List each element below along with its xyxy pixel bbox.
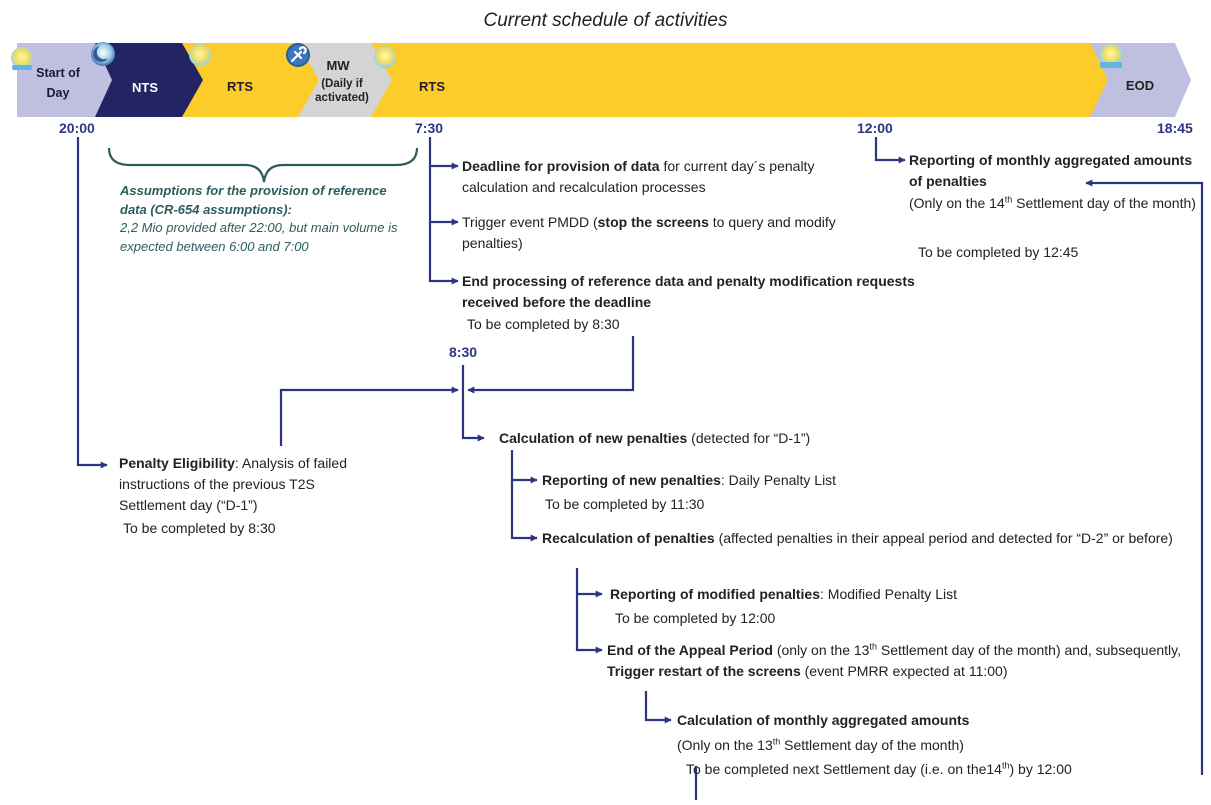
step-monthly-calc-cond-pre: (Only on the 13 bbox=[677, 737, 773, 753]
connector-monthly-return bbox=[1085, 179, 1204, 775]
step-deadline: Deadline for provision of data for curre… bbox=[462, 156, 847, 198]
step-appeal-end-restart: Trigger restart of the screens bbox=[607, 663, 801, 679]
sun-icon bbox=[11, 47, 33, 70]
step-monthly-report-pre: (Only on the 14 bbox=[909, 195, 1005, 211]
step-monthly-report-note: To be completed by 12:45 bbox=[918, 244, 1079, 260]
step-calc-new: Calculation of new penalties (detected f… bbox=[499, 428, 979, 449]
step-trigger-pmdd: Trigger event PMDD (stop the screens to … bbox=[462, 212, 847, 254]
step-report-mod: Reporting of modified penalties: Modifie… bbox=[610, 584, 1090, 605]
assumptions-body: 2,2 Mio provided after 22:00, but main v… bbox=[120, 220, 398, 254]
phase-label-rts-main: RTS bbox=[419, 79, 445, 94]
connector-deadline bbox=[428, 137, 459, 170]
step-recalc-text: (affected penalties in their appeal peri… bbox=[714, 530, 1173, 546]
step-monthly-calc-cond-sup: th bbox=[772, 736, 781, 747]
step-eligibility-title: Penalty Eligibility bbox=[119, 455, 235, 471]
step-monthly-report-title: Reporting of monthly aggregated amounts … bbox=[909, 152, 1193, 189]
connector-report-mod bbox=[575, 568, 603, 598]
step-recalc-title: Recalculation of penalties bbox=[542, 530, 715, 546]
phase-label-mw: MW bbox=[326, 58, 350, 73]
step-report-new-title: Reporting of new penalties bbox=[542, 472, 721, 488]
phase-mw bbox=[296, 43, 392, 117]
step-appeal-end-pre: (only on the 13 bbox=[772, 642, 870, 658]
step-monthly-calc: Calculation of monthly aggregated amount… bbox=[677, 710, 1177, 731]
connector-monthly-calc bbox=[644, 691, 672, 724]
time-label-1200: 12:00 bbox=[857, 120, 893, 136]
step-deadline-title: Deadline for provision of data bbox=[462, 158, 660, 174]
step-monthly-report-post: Settlement day of the month) bbox=[1012, 195, 1196, 211]
step-recalc: Recalculation of penalties (affected pen… bbox=[542, 528, 1192, 549]
step-appeal-end-title: End of the Appeal Period bbox=[607, 642, 773, 658]
timeline-830-vertical bbox=[461, 365, 485, 442]
connector-appeal-end bbox=[575, 594, 603, 654]
step-appeal-end: End of the Appeal Period (only on the 13… bbox=[607, 640, 1207, 682]
step-trigger-bold: stop the screens bbox=[597, 214, 709, 230]
step-calc-new-text: (detected for “D-1”) bbox=[687, 430, 811, 446]
phase-label-start-of-day: Start of Day bbox=[36, 66, 80, 100]
time-label-0730: 7:30 bbox=[415, 120, 444, 136]
connector-monthly-report bbox=[874, 137, 906, 164]
phase-rts-main bbox=[366, 43, 1115, 117]
step-report-new-note: To be completed by 11:30 bbox=[545, 496, 705, 512]
assumptions-heading: Assumptions for the provision of referen… bbox=[120, 183, 387, 217]
phase-label-eod: EOD bbox=[1125, 78, 1155, 93]
connector-trigger bbox=[428, 166, 459, 226]
step-appeal-end-mid: Settlement day of the month) and, subseq… bbox=[876, 642, 1182, 658]
step-eligibility: Penalty Eligibility: Analysis of failed … bbox=[119, 453, 369, 516]
step-monthly-calc-cond-post: Settlement day of the month) bbox=[780, 737, 964, 753]
assumptions-note: Assumptions for the provision of referen… bbox=[120, 182, 405, 256]
step-endproc-note: To be completed by 8:30 bbox=[467, 316, 620, 332]
connector-eligibility bbox=[76, 137, 108, 469]
step-trigger-pre: Trigger event PMDD ( bbox=[462, 214, 598, 230]
step-report-mod-note: To be completed by 12:00 bbox=[615, 610, 776, 626]
step-endproc-title: End processing of reference data and pen… bbox=[462, 273, 915, 310]
phase-label-mw-sub: (Daily if activated) bbox=[315, 78, 369, 104]
phase-start-of-day bbox=[17, 43, 112, 117]
step-deadline-text: for current day´s penalty calculation an… bbox=[462, 158, 815, 195]
step-monthly-report-sup: th bbox=[1004, 194, 1013, 205]
diagram-title: Current schedule of activities bbox=[483, 10, 728, 31]
connector-report-new bbox=[510, 450, 538, 484]
time-label-0830: 8:30 bbox=[449, 344, 478, 360]
time-label-2000: 20:00 bbox=[59, 120, 95, 136]
step-monthly-calc-note-post: ) by 12:00 bbox=[1009, 761, 1072, 777]
sun-icon bbox=[1100, 44, 1122, 68]
connector-endproc bbox=[428, 222, 459, 285]
step-report-new: Reporting of new penalties: Daily Penalt… bbox=[542, 470, 1022, 491]
moon-icon bbox=[91, 42, 115, 66]
step-appeal-end-sup: th bbox=[869, 641, 877, 652]
step-report-mod-title: Reporting of modified penalties bbox=[610, 586, 821, 602]
connector-eligibility-to-830 bbox=[279, 386, 459, 446]
sun-icon bbox=[374, 46, 396, 68]
sun-icon bbox=[189, 44, 211, 66]
phase-rts-first bbox=[180, 43, 319, 117]
phase-nts bbox=[90, 43, 203, 117]
step-eligibility-note: To be completed by 8:30 bbox=[123, 520, 276, 536]
step-monthly-calc-note: To be completed next Settlement day (i.e… bbox=[686, 759, 1201, 780]
step-eligibility-text: : Analysis of failed instructions of the… bbox=[119, 455, 347, 513]
step-monthly-calc-note-pre: To be completed next Settlement day (i.e… bbox=[686, 761, 1002, 777]
step-report-mod-text: : Modified Penalty List bbox=[820, 586, 957, 602]
step-calc-new-title: Calculation of new penalties bbox=[499, 430, 688, 446]
phase-label-rts-first: RTS bbox=[227, 79, 253, 94]
step-monthly-calc-cond: (Only on the 13th Settlement day of the … bbox=[677, 735, 1177, 756]
step-monthly-calc-title: Calculation of monthly aggregated amount… bbox=[677, 712, 970, 728]
step-monthly-report-cond: (Only on the 14th Settlement day of the … bbox=[909, 193, 1199, 214]
step-trigger-post: to query and modify penalties) bbox=[462, 214, 836, 251]
step-report-new-text: : Daily Penalty List bbox=[720, 472, 837, 488]
connector-recalc bbox=[510, 480, 538, 542]
step-monthly-calc-note-sup: th bbox=[1001, 760, 1010, 771]
assumptions-brace bbox=[107, 147, 419, 183]
time-label-1845: 18:45 bbox=[1157, 120, 1193, 136]
step-end-processing: End processing of reference data and pen… bbox=[462, 271, 962, 313]
step-monthly-report: Reporting of monthly aggregated amounts … bbox=[909, 150, 1199, 192]
connector-endproc-to-830 bbox=[467, 336, 635, 394]
phase-label-nts: NTS bbox=[132, 80, 158, 95]
step-appeal-end-post: (event PMRR expected at 11:00) bbox=[800, 663, 1008, 679]
wrench-icon bbox=[286, 43, 310, 67]
